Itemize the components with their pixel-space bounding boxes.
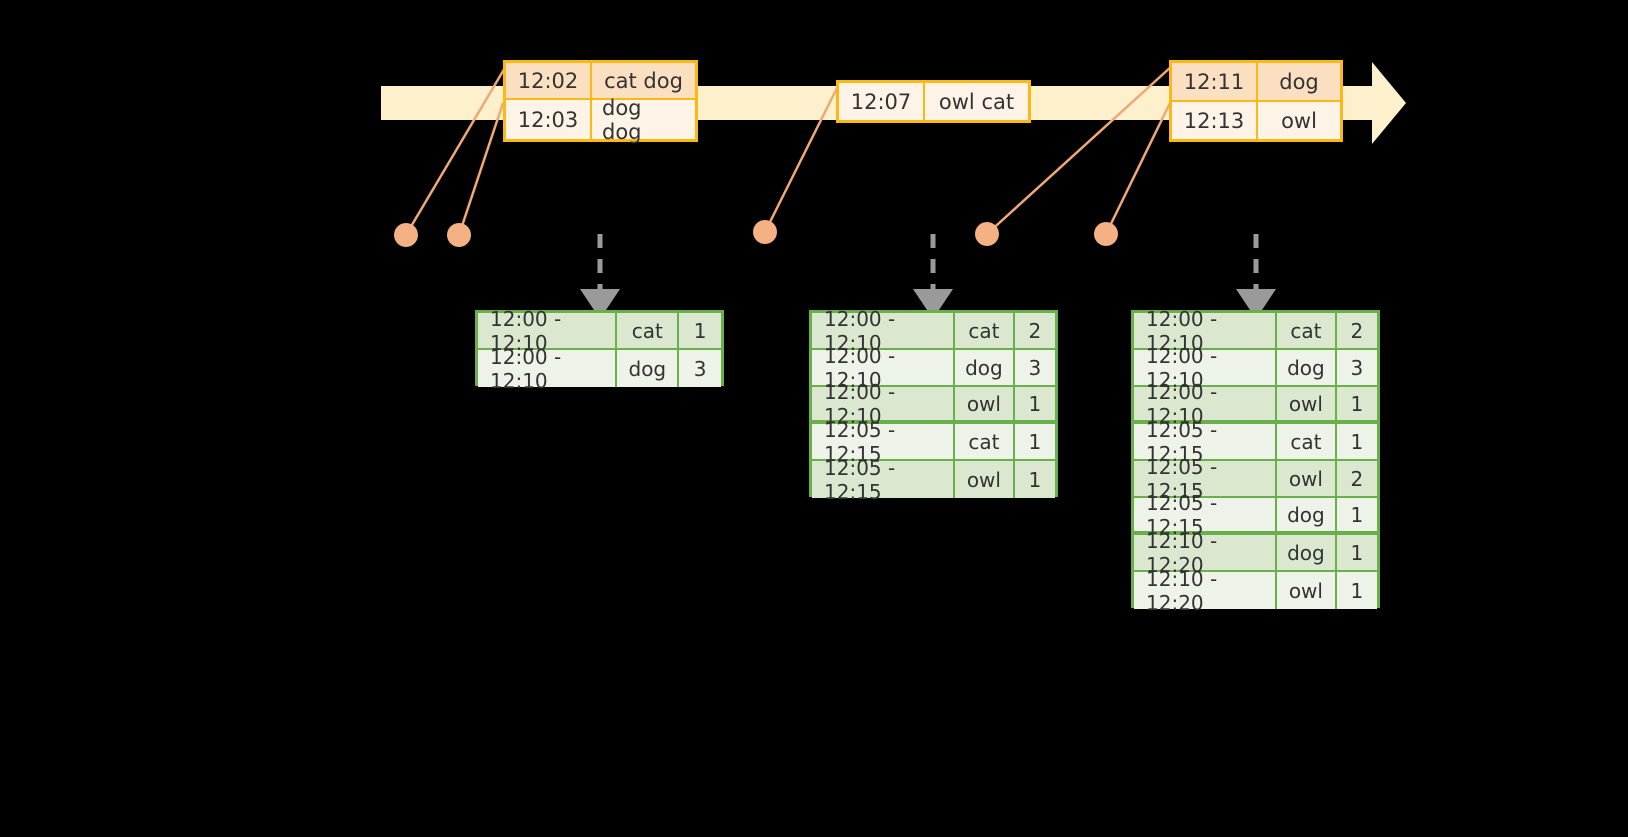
cell-count: 3	[1014, 350, 1055, 385]
cell-window: 12:05 - 12:15	[812, 456, 956, 504]
cell-word: owl	[955, 387, 1015, 420]
event-time: 12:11	[1172, 63, 1258, 100]
cell-word: cat	[617, 313, 680, 348]
event-time: 12:02	[506, 63, 592, 98]
event-box-2[interactable]: 12:07 owl cat	[836, 80, 1031, 123]
event-row: 12:13 owl	[1172, 100, 1340, 139]
cell-word: dog	[1277, 498, 1337, 531]
cell-count: 2	[1336, 461, 1377, 496]
event-row: 12:02 cat dog	[506, 63, 695, 98]
cell-window: 12:00 - 12:10	[1134, 380, 1278, 428]
cell-word: owl	[1277, 572, 1337, 609]
cell-word: owl	[1277, 461, 1337, 496]
cell-word: cat	[955, 424, 1015, 459]
cell-count: 1	[1336, 424, 1377, 459]
cell-count: 1	[1336, 387, 1377, 420]
event-time: 12:07	[839, 83, 925, 120]
cell-count: 3	[1336, 350, 1377, 385]
cell-word: dog	[955, 350, 1015, 385]
cell-word: dog	[1277, 350, 1337, 385]
event-row: 12:11 dog	[1172, 63, 1340, 100]
cell-word: cat	[1277, 424, 1337, 459]
cell-window: 12:05 - 12:15	[1134, 491, 1278, 539]
cell-count: 1	[1014, 461, 1055, 498]
event-words: owl	[1258, 102, 1340, 139]
connector-line-5	[1104, 102, 1172, 235]
cell-window: 12:05 - 12:15	[812, 418, 956, 466]
event-marker-3[interactable]	[753, 220, 777, 244]
cell-count: 1	[1336, 498, 1377, 531]
cell-word: cat	[955, 313, 1015, 348]
event-time: 12:13	[1172, 102, 1258, 139]
cell-count: 1	[1014, 387, 1055, 420]
event-row: 12:07 owl cat	[839, 83, 1028, 120]
event-words: dog dog	[592, 96, 695, 144]
event-words: cat dog	[592, 63, 695, 98]
event-time: 12:03	[506, 100, 592, 139]
event-marker-5[interactable]	[1094, 222, 1118, 246]
event-marker-1[interactable]	[394, 223, 418, 247]
cell-word: dog	[617, 350, 680, 387]
cell-word: owl	[955, 461, 1015, 498]
cell-window: 12:10 - 12:20	[1134, 567, 1278, 615]
event-box-3[interactable]: 12:11 dog 12:13 owl	[1169, 60, 1343, 142]
cell-word: cat	[1277, 313, 1337, 348]
cell-window: 12:10 - 12:20	[1134, 529, 1278, 577]
cell-count: 1	[1014, 424, 1055, 459]
event-row: 12:03 dog dog	[506, 96, 695, 144]
cell-window: 12:00 - 12:10	[478, 307, 618, 355]
event-words: owl cat	[925, 83, 1028, 120]
cell-window: 12:00 - 12:10	[1134, 307, 1278, 355]
cell-count: 1	[1336, 535, 1377, 570]
event-words: dog	[1258, 63, 1340, 100]
event-marker-2[interactable]	[447, 223, 471, 247]
cell-count: 3	[679, 350, 721, 387]
cell-count: 2	[1336, 313, 1377, 348]
connector-line-2	[457, 102, 505, 236]
cell-window: 12:00 - 12:10	[1134, 344, 1278, 392]
cell-window: 12:00 - 12:10	[812, 380, 956, 428]
cell-window: 12:00 - 12:10	[478, 345, 618, 393]
event-box-1[interactable]: 12:02 cat dog 12:03 dog dog	[503, 60, 698, 144]
event-marker-4[interactable]	[975, 222, 999, 246]
cell-count: 2	[1014, 313, 1055, 348]
cell-word: owl	[1277, 387, 1337, 420]
cell-count: 1	[1336, 572, 1377, 609]
cell-count: 1	[679, 313, 721, 348]
cell-word: dog	[1277, 535, 1337, 570]
